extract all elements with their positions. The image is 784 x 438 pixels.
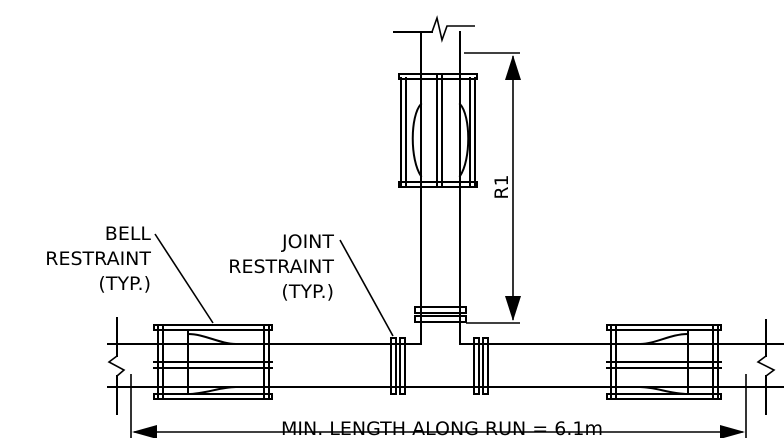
bell-restraint-right (606, 324, 722, 400)
bell-restraint-left (153, 324, 273, 400)
r1-dimension-label: R1 (491, 174, 513, 199)
joint-restraint-leader (339, 239, 394, 337)
bell-callout-line-2: RESTRAINT (45, 248, 151, 270)
joint-callout-line-1: JOINT (281, 231, 334, 253)
bell-callout-line-3: (TYP.) (98, 273, 151, 295)
joint-callout-line-3: (TYP.) (281, 281, 334, 303)
min-length-label: MIN. LENGTH ALONG RUN = 6.1m (281, 418, 603, 438)
bell-restraint-leader (154, 233, 214, 324)
joint-restraint-left (390, 337, 406, 395)
bell-restraint-branch (398, 73, 478, 188)
r1-dimension (464, 52, 521, 324)
joint-restraint-callout: JOINT RESTRAINT (TYP.) (228, 231, 334, 303)
joint-callout-line-2: RESTRAINT (228, 256, 334, 278)
min-length-dimension (130, 374, 747, 438)
bell-restraint-callout: BELL RESTRAINT (TYP.) (45, 223, 151, 295)
joint-restraint-right (473, 337, 489, 395)
branch-joint-restraint (414, 306, 467, 323)
bell-callout-line-1: BELL (105, 223, 152, 245)
